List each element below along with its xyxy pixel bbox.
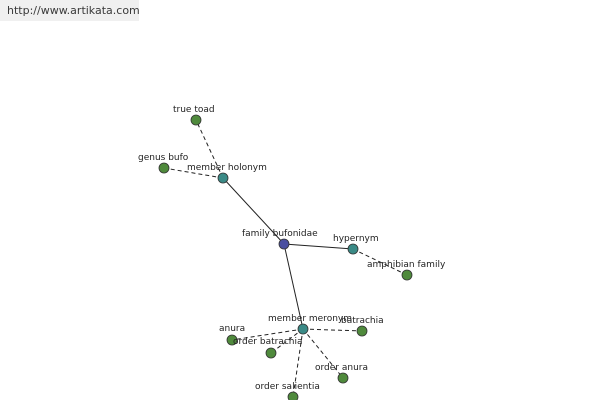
node-label-family-bufonidae[interactable]: family bufonidae [242,229,318,239]
edge-family-bufonidae-to-member-holonym [222,177,285,245]
node-order-salientia[interactable] [287,391,299,400]
node-genus-bufo[interactable] [158,162,170,174]
node-batrachia[interactable] [356,325,368,337]
node-order-batrachia[interactable] [265,347,277,359]
node-order-anura[interactable] [337,372,349,384]
node-label-order-batrachia[interactable]: order batrachia [233,337,303,347]
node-label-anura[interactable]: anura [219,324,245,334]
edge-member-holonym-to-true-toad [195,119,224,179]
node-hypernym[interactable] [347,243,359,255]
edge-hypernym-to-amphibian-family [352,248,408,276]
node-label-genus-bufo[interactable]: genus bufo [138,153,189,163]
node-label-true-toad[interactable]: true toad [173,105,215,115]
edge-member-meronym-to-batrachia [302,328,363,332]
node-family-bufonidae[interactable] [278,238,290,250]
node-label-member-holonym[interactable]: member holonym [187,163,267,173]
node-anura[interactable] [226,334,238,346]
node-member-meronym[interactable] [297,323,309,335]
node-label-order-salientia[interactable]: order salientia [255,382,320,392]
url-bar: http://www.artikata.com [0,0,140,21]
node-amphibian-family[interactable] [401,269,413,281]
edge-member-meronym-to-anura [231,328,304,341]
node-member-holonym[interactable] [217,172,229,184]
site-url-link[interactable]: http://www.artikata.com [7,4,140,17]
node-label-hypernym[interactable]: hypernym [333,234,379,244]
edge-member-meronym-to-order-salientia [292,328,304,398]
edge-member-meronym-to-order-anura [302,328,344,379]
node-label-amphibian-family[interactable]: amphibian family [367,260,446,270]
edge-family-bufonidae-to-hypernym [283,243,354,250]
node-true-toad[interactable] [190,114,202,126]
edge-family-bufonidae-to-member-meronym [283,243,304,330]
labels-layer: family bufonidae member holonym hypernym me… [138,105,446,392]
node-label-order-anura[interactable]: order anura [315,363,368,373]
node-label-batrachia[interactable]: batrachia [341,316,384,326]
nodes-layer [158,114,413,400]
edges-layer [163,119,408,398]
edge-member-holonym-to-genus-bufo [163,167,224,179]
node-label-member-meronym[interactable]: member meronym [268,314,352,324]
